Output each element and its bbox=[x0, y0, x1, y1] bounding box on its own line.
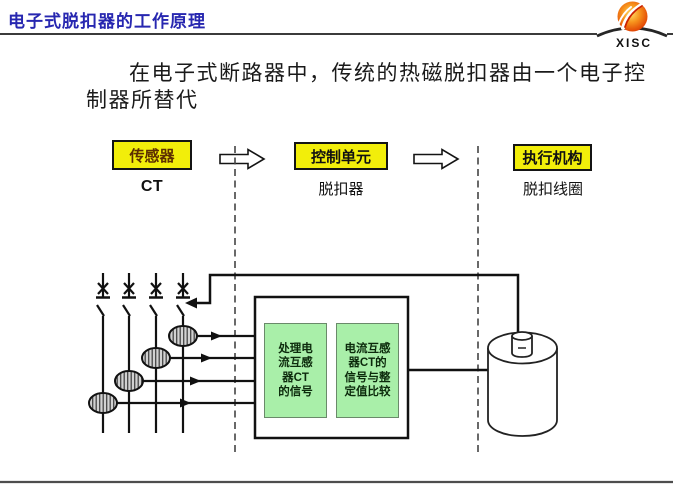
signal-process-line: 处理电 bbox=[278, 342, 313, 355]
logo-text: XISC bbox=[616, 36, 652, 50]
breaker-symbol bbox=[149, 273, 163, 433]
signal-process-line: 器CT bbox=[282, 371, 309, 384]
trip-feedback-line bbox=[185, 273, 520, 334]
compare-line: 信号与整 bbox=[344, 371, 391, 384]
page-title: 电子式脱扣器的工作原理 bbox=[8, 12, 206, 31]
flow-stage-sensor: 传感器 bbox=[112, 140, 192, 170]
flow-arrow-1 bbox=[219, 148, 266, 170]
trip-coil-cylinder bbox=[487, 331, 558, 437]
logo-swoosh-small-icon bbox=[618, 6, 632, 24]
logo-swoosh-inner-icon bbox=[624, 5, 643, 28]
signal-process-box: 处理电 流互感 器CT 的信号 bbox=[264, 323, 327, 418]
ct-sensor bbox=[141, 347, 171, 369]
ct-sensor bbox=[88, 392, 118, 414]
xisc-logo: XISC bbox=[596, 1, 668, 50]
compare-line: 器CT的 bbox=[348, 357, 387, 369]
intro-text: 在电子式断路器中，传统的热磁脱扣器由一个电子控制器所替代 bbox=[86, 61, 647, 112]
current-transformers bbox=[88, 325, 198, 414]
flow-stage-control-unit: 控制单元 bbox=[294, 142, 388, 170]
coil-plunger bbox=[511, 331, 533, 358]
ct-sensor bbox=[114, 370, 144, 392]
ct-signal-arrowheads bbox=[180, 331, 222, 408]
compare-line: 定值比较 bbox=[344, 386, 391, 398]
caption-trip-unit: 脱扣器 bbox=[318, 181, 364, 198]
signal-process-line: 的信号 bbox=[278, 386, 313, 398]
flow-arrow-2 bbox=[413, 148, 460, 170]
ct-sensor bbox=[168, 325, 198, 347]
signal-process-line: 流互感 bbox=[278, 357, 313, 369]
compare-line: 电流互感 bbox=[344, 342, 391, 355]
breaker-symbol bbox=[122, 273, 136, 433]
flow-stage-actuator: 执行机构 bbox=[513, 144, 592, 171]
caption-ct: CT bbox=[140, 178, 164, 195]
logo-swoosh-icon bbox=[621, 2, 645, 30]
breaker-symbol bbox=[176, 273, 190, 433]
compare-box: 电流互感 器CT的 信号与整 定值比较 bbox=[336, 323, 399, 418]
caption-trip-coil: 脱扣线圈 bbox=[522, 181, 583, 198]
